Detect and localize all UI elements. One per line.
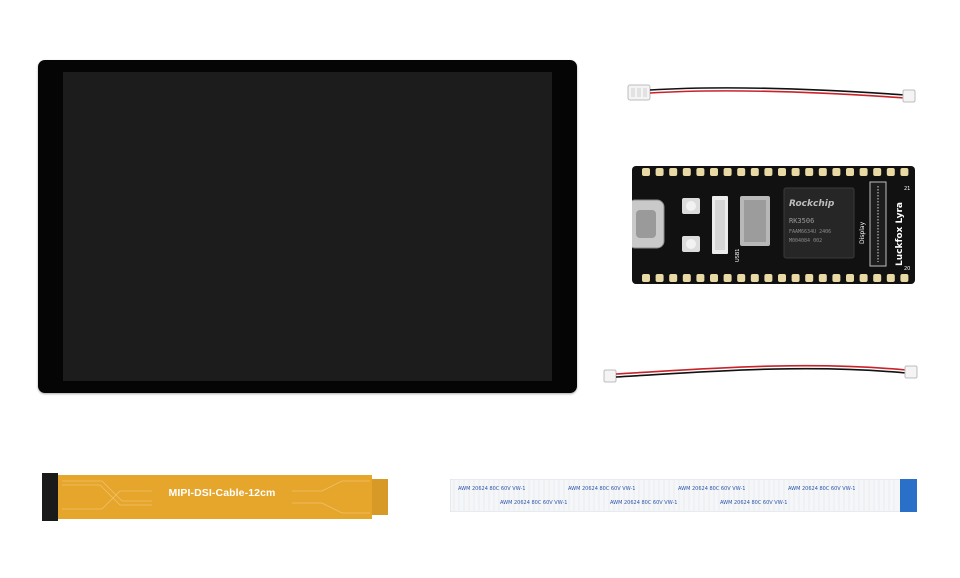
board-pad [900, 274, 909, 282]
board-pad [873, 274, 882, 282]
board-pad [710, 168, 718, 176]
display-fpc-connector [869, 181, 887, 267]
board-pad [886, 168, 895, 176]
chip-line-2: FAAM6634U 2406 [789, 229, 831, 235]
ffc-print-row-2: AWM 20624 80C 60V VW-1 [500, 500, 567, 506]
ffc-print-row-1c: AWM 20624 80C 60V VW-1 [678, 486, 745, 492]
board-pad [696, 274, 705, 282]
board-pad [791, 274, 800, 282]
lcd-display-panel [38, 60, 577, 393]
board-pad [778, 168, 786, 176]
board-pad [805, 274, 814, 282]
display-label: Display [859, 221, 866, 244]
board-pad [655, 274, 664, 282]
board-pad [669, 274, 678, 282]
board-pad [832, 168, 841, 176]
ffc-print-row-2b: AWM 20624 80C 60V VW-1 [610, 500, 677, 506]
board-pad [710, 274, 718, 282]
chip-line-3: M004084 002 [789, 238, 822, 244]
chip-brand: Rockchip [789, 199, 835, 209]
board-pad [791, 168, 800, 176]
board-pad [669, 168, 678, 176]
board-pad [859, 274, 868, 282]
board-pad [642, 168, 650, 176]
board-pad [696, 168, 705, 176]
board-pad [818, 274, 827, 282]
ffc-print-row-1d: AWM 20624 80C 60V VW-1 [788, 486, 855, 492]
board-pad [682, 274, 691, 282]
lcd-screen-area [63, 72, 552, 381]
board-pad [805, 168, 814, 176]
board-pad [818, 168, 827, 176]
chip-model: RK3506 [789, 217, 814, 225]
ffc-blue-stiffener [900, 479, 917, 512]
rk3506-chip [783, 187, 855, 259]
board-pad [737, 168, 746, 176]
ffc-print-row-1: AWM 20624 80C 60V VW-1 [458, 486, 525, 492]
usb-label: USB1 [735, 249, 741, 262]
board-pad [846, 168, 854, 176]
board-pad [846, 274, 854, 282]
board-pad [873, 168, 882, 176]
ffc-ribbon-cable: AWM 20624 80C 60V VW-1 AWM 20624 80C 60V… [450, 479, 917, 512]
board-pad [750, 168, 759, 176]
board-pad [682, 168, 691, 176]
board-pad [900, 168, 909, 176]
ffc-print-row-1b: AWM 20624 80C 60V VW-1 [568, 486, 635, 492]
board-pad [750, 274, 759, 282]
fpc-cable-label: MIPI-DSI-Cable-12cm [168, 487, 276, 499]
board-pad [723, 168, 732, 176]
board-pad [764, 274, 773, 282]
board-pad [764, 168, 773, 176]
board-pad [737, 274, 746, 282]
pin-20-label: 20 [904, 266, 910, 272]
board-product-name: Luckfox Lyra [895, 202, 905, 266]
mipi-dsi-fpc-cable: MIPI-DSI-Cable-12cm [42, 473, 388, 521]
board-pad [723, 274, 732, 282]
pin-21-label: 21 [904, 186, 910, 192]
board-pad [886, 274, 895, 282]
board-pad [655, 168, 664, 176]
jst-wire-cable-top [627, 84, 916, 103]
board-pad [832, 274, 841, 282]
luckfox-lyra-board: Rockchip RK3506 FAAM6634U 2406 M004084 0… [632, 166, 915, 284]
board-pad [859, 168, 868, 176]
jst-wire-cable-bottom [603, 364, 918, 383]
ffc-print-row-2c: AWM 20624 80C 60V VW-1 [720, 500, 787, 506]
board-pad [642, 274, 650, 282]
board-pad [778, 274, 786, 282]
